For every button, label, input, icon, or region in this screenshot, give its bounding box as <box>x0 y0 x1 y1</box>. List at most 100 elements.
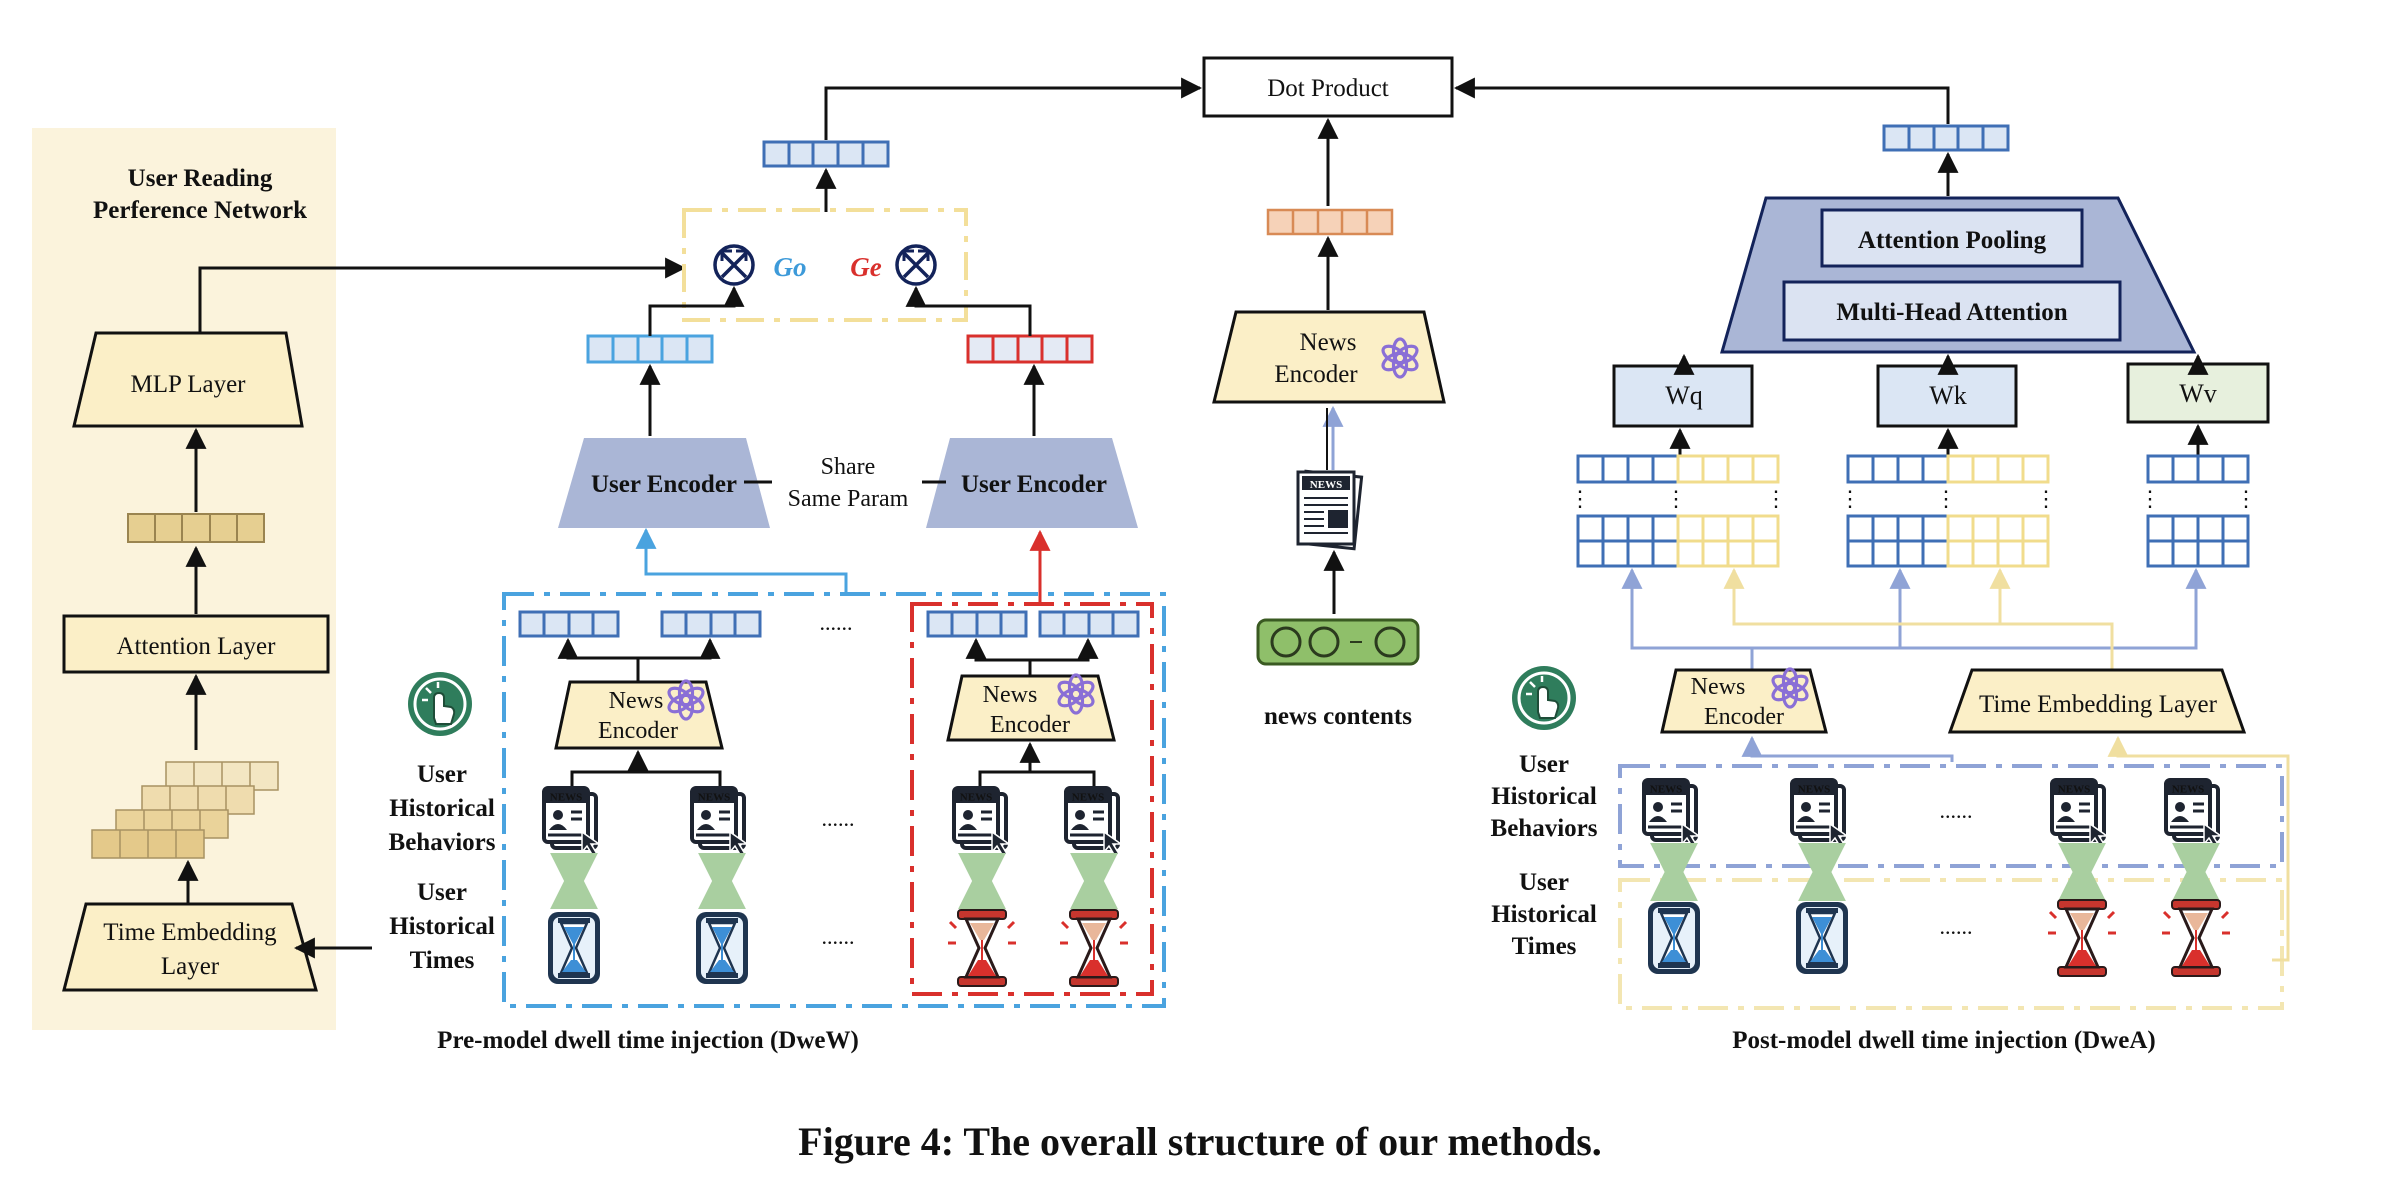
svg-text:⋮: ⋮ <box>1839 486 1861 511</box>
dwea-time-connectors <box>1723 567 2114 686</box>
dwea-time-ellipsis: ...... <box>1940 914 1973 939</box>
dwea-behaviors-dashed-box <box>1618 764 2284 868</box>
dwew-times-label-2: Historical <box>389 913 495 940</box>
user-encoder-right-label: User Encoder <box>961 471 1107 498</box>
dwea-pairing-arrows <box>1650 842 2220 902</box>
news-article-icon <box>542 786 601 858</box>
ge-label: Ge <box>850 252 881 282</box>
user-encoder-left <box>558 438 770 528</box>
hourglass-red-icon <box>2160 898 2232 978</box>
svg-text:⋮: ⋮ <box>2235 486 2257 511</box>
gate-ge-icon <box>895 244 937 286</box>
dwew-news-encoder-left-line2: Encoder <box>598 718 678 744</box>
news-article-icon <box>2050 778 2109 850</box>
attention-pooling-box <box>1820 208 2084 268</box>
times-to-embedding-arrow <box>2107 735 2290 962</box>
dwea-times-dashed-box <box>1618 878 2284 1010</box>
panel-title-line2: Perference Network <box>93 197 307 224</box>
news-article-icon <box>952 786 1011 858</box>
gate-go-icon <box>713 244 755 286</box>
share-label-line2: Same Param <box>788 486 909 512</box>
hourglass-red-icon <box>946 908 1018 988</box>
dwew-times-label-1: User <box>417 879 467 906</box>
figure-caption: Figure 4: The overall structure of our m… <box>798 1119 1602 1164</box>
dwew-news-encoder-right-line1: News <box>983 682 1038 708</box>
news-article-icon <box>1642 778 1701 850</box>
svg-text:⋮: ⋮ <box>2139 486 2161 511</box>
dwea-times-label-3: Times <box>1512 933 1577 960</box>
value-matrix: ⋮ ⋮ <box>2139 454 2257 568</box>
dwew-encoder-arrows <box>557 637 1099 786</box>
dwea-times-label-2: Historical <box>1491 901 1597 928</box>
candidate-news-encoder-line2: Encoder <box>1274 361 1358 388</box>
dwew-blue-dashed-box <box>502 592 1166 1008</box>
news-contents-label: news contents <box>1264 703 1412 730</box>
wq-label: Wq <box>1665 381 1703 410</box>
middle-arrows <box>1317 117 1345 614</box>
left-panel-arrows <box>177 257 687 959</box>
query-matrix: ⋮ ⋮ ⋮ <box>1569 454 1787 568</box>
qkv-arrows <box>1669 353 2209 456</box>
key-matrix: ⋮ ⋮ ⋮ <box>1839 454 2057 568</box>
dwea-news-encoder-line1: News <box>1691 674 1746 700</box>
blue-feed-arrow <box>635 527 848 594</box>
dot-product-label: Dot Product <box>1267 75 1389 102</box>
hourglass-blue-icon <box>1794 900 1850 976</box>
dwea-behaviors-label-2: Historical <box>1491 783 1597 810</box>
left-embedding-vector <box>127 513 265 543</box>
news-article-icon <box>2164 778 2223 850</box>
token-sequence-icon <box>1256 618 1420 666</box>
dwew-news-encoder-right-line2: Encoder <box>990 712 1070 738</box>
touch-badge-icon <box>406 670 474 738</box>
dwew-behavior-ellipsis: ...... <box>822 806 855 831</box>
multi-head-attention-box <box>1782 280 2122 342</box>
dwew-behaviors-label-2: Historical <box>389 795 495 822</box>
dwew-behavior-vector <box>586 334 714 364</box>
attention-pooling-label: Attention Pooling <box>1858 227 2047 254</box>
multi-head-attention-label: Multi-Head Attention <box>1836 299 2067 326</box>
svg-text:⋮: ⋮ <box>1765 486 1787 511</box>
user-encoder-left-label: User Encoder <box>591 471 737 498</box>
hourglass-blue-icon <box>1646 900 1702 976</box>
dwew-time-vector <box>966 334 1094 364</box>
candidate-news-encoder-line1: News <box>1300 329 1357 356</box>
dwea-time-embedding-layer <box>1947 668 2247 734</box>
dwew-output-vector <box>762 140 890 168</box>
newspaper-icon: NEWS <box>1296 469 1364 551</box>
dwew-red-dashed-box <box>910 602 1154 996</box>
time-embedding-label-line1: Time Embedding <box>103 919 277 946</box>
newspaper-icon-text: NEWS <box>1310 479 1342 491</box>
share-label-line1: Share <box>821 454 876 480</box>
dwew-behaviors-label-3: Behaviors <box>389 829 496 856</box>
svg-text:⋮: ⋮ <box>1935 486 1957 511</box>
time-embedding-label-line2: Layer <box>161 953 220 980</box>
touch-badge-icon <box>1510 664 1578 732</box>
dwew-behaviors-label-1: User <box>417 761 467 788</box>
hourglass-red-icon <box>2046 898 2118 978</box>
dwea-news-connectors <box>1621 567 2207 670</box>
gate-fusion-box <box>682 208 968 322</box>
news-article-icon <box>1064 786 1123 858</box>
time-embedding-layer-box <box>62 902 318 992</box>
svg-text:⋮: ⋮ <box>1665 486 1687 511</box>
dwea-behaviors-label-1: User <box>1519 751 1569 778</box>
panel-title-line1: User Reading <box>128 165 273 192</box>
mlp-layer-label: MLP Layer <box>130 371 246 398</box>
dwew-times-label-3: Times <box>410 947 475 974</box>
svg-text:⋮: ⋮ <box>1569 486 1591 511</box>
wv-label: Wv <box>2179 379 2217 408</box>
user-encoder-right <box>926 438 1138 528</box>
svg-text:⋮: ⋮ <box>2035 486 2057 511</box>
attention-layer-label: Attention Layer <box>117 633 277 660</box>
hourglass-blue-icon <box>546 910 602 986</box>
go-label: Go <box>774 252 807 282</box>
news-article-icon <box>1790 778 1849 850</box>
attention-layer-box <box>62 614 330 674</box>
mlp-layer-box <box>72 331 304 428</box>
stacked-time-vectors <box>91 761 279 859</box>
wk-label: Wk <box>1929 381 1967 410</box>
dwea-output-arrows <box>1453 77 1959 196</box>
hourglass-blue-icon <box>694 910 750 986</box>
dwew-news-encoder-left-line1: News <box>609 688 664 714</box>
dwew-pairing-arrows <box>550 852 1118 910</box>
